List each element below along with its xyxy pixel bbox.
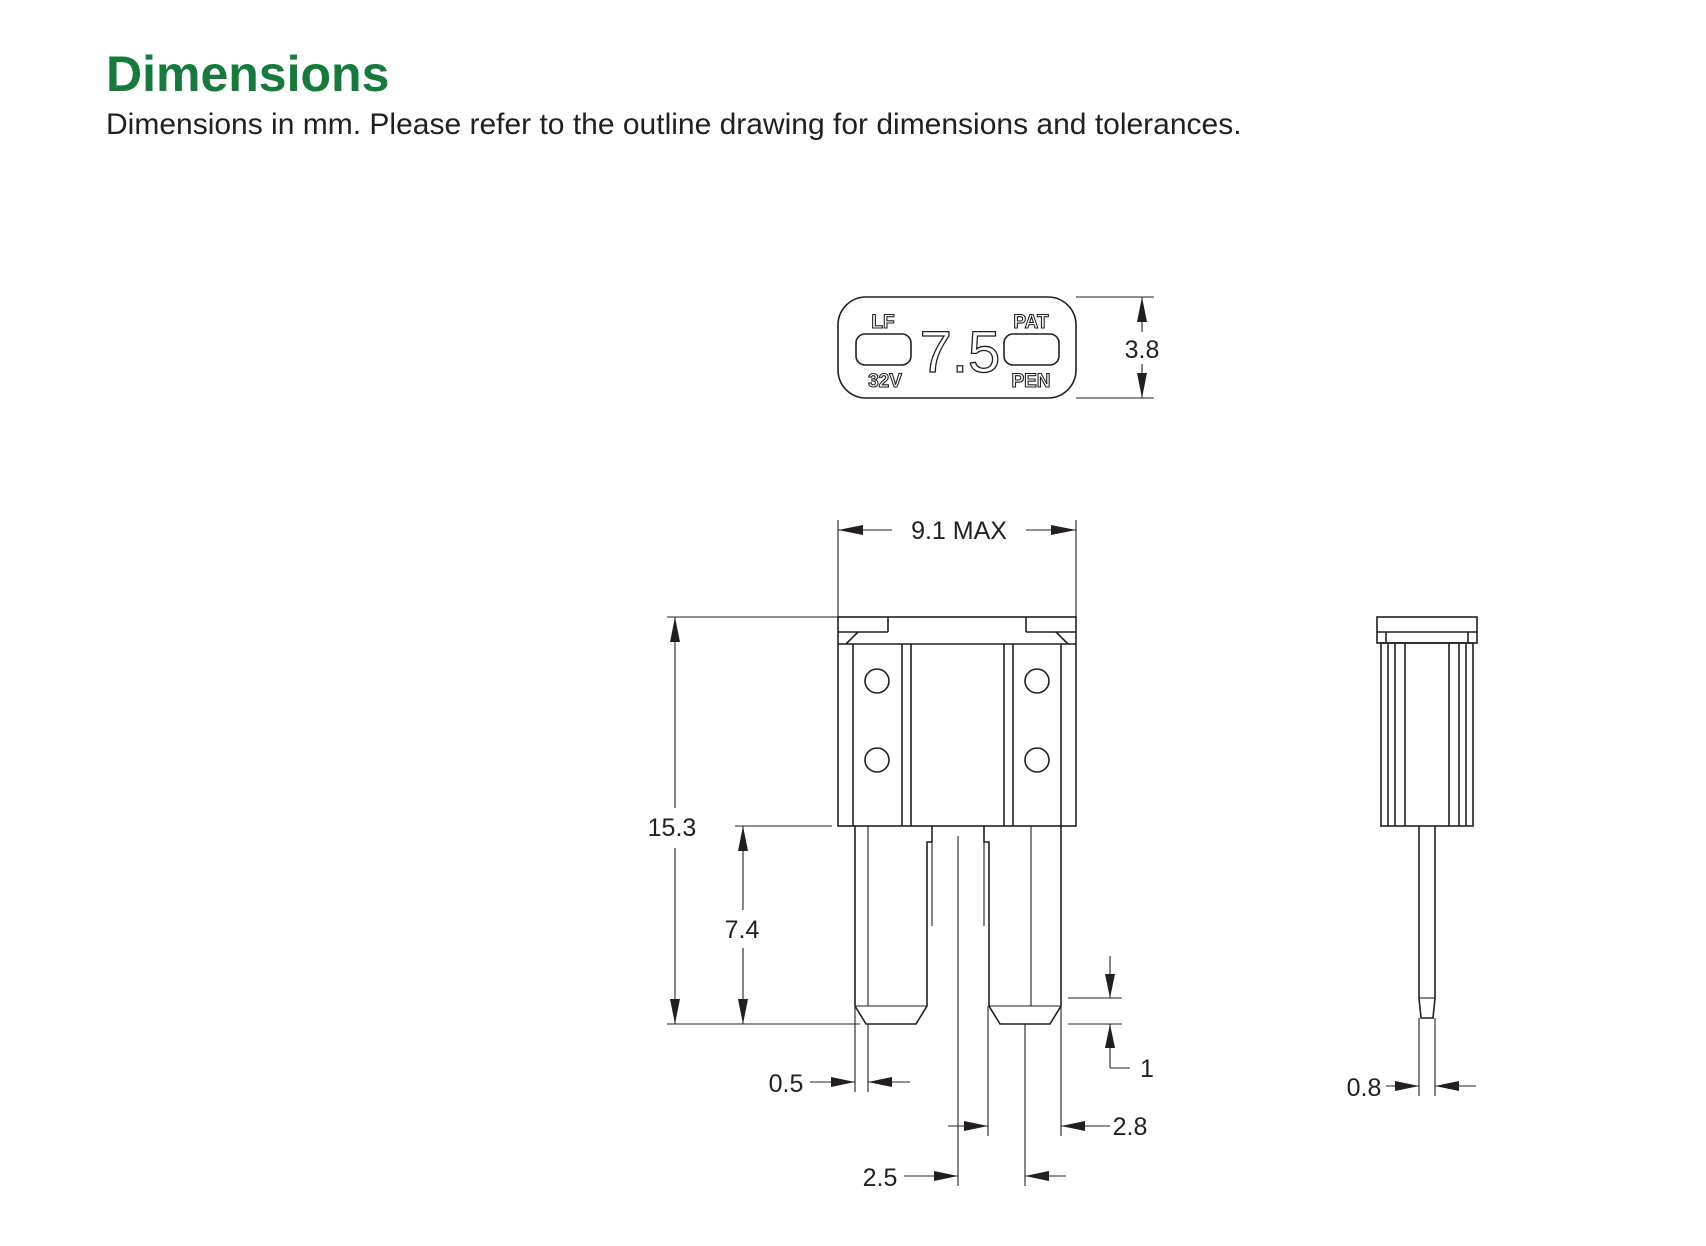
fuse-side-view: 0.8 xyxy=(1347,616,1478,1102)
dim-label-blade-width: 2.8 xyxy=(1113,1113,1148,1141)
fuse-top-view: LF 32V 7.5 PAT PEN 3.8 xyxy=(837,296,1160,399)
dim-label-blade-thickness: 0.8 xyxy=(1347,1074,1382,1102)
dim-label-thickness: 3.8 xyxy=(1125,336,1160,364)
fuse-front-view: 9.1 MAX 15.3 7.4 0.5 1 xyxy=(648,517,1154,1192)
section-title: Dimensions xyxy=(106,46,390,102)
dim-label-blade-tip-offset: 0.5 xyxy=(769,1070,804,1098)
dim-label-overall-height: 15.3 xyxy=(648,814,697,842)
marking-lf: LF xyxy=(871,312,894,333)
dim-label-tip-chamfer: 1 xyxy=(1140,1055,1154,1083)
dim-label-blade-length: 7.4 xyxy=(725,916,760,944)
marking-pen: PEN xyxy=(1011,371,1050,392)
dim-label-blade-spacing: 2.5 xyxy=(863,1164,898,1192)
dim-label-width: 9.1 MAX xyxy=(911,517,1007,545)
marking-32v: 32V xyxy=(868,371,902,392)
section-subtitle: Dimensions in mm. Please refer to the ou… xyxy=(106,108,1242,141)
marking-pat: PAT xyxy=(1013,312,1049,333)
rating-marking: 7.5 xyxy=(920,320,1001,385)
